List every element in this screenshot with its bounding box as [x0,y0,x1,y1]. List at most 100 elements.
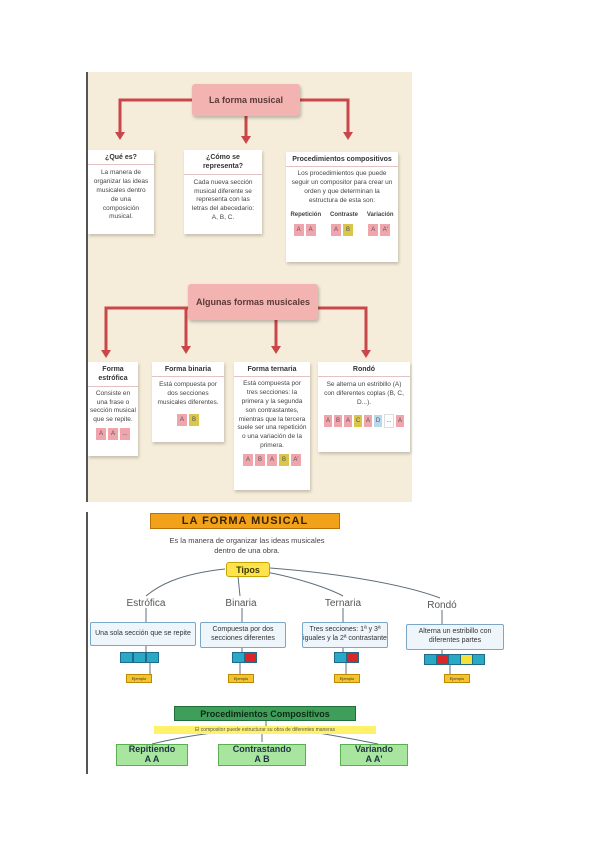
bottom-connectors [145,567,451,745]
binaria-body: Está compuesta por dos secciones musical… [157,381,219,406]
chip: A' [291,453,301,466]
tipos-label: Tipos [236,564,260,575]
estrofica-desc-box: Una sola sección que se repite [90,622,196,646]
ternaria-heading: Forma ternaria [234,362,310,378]
chip: A [305,223,316,236]
type-binaria-label: Binaria [225,598,257,609]
binaria-squares [232,652,260,664]
chip: B [342,223,353,236]
rondo-body: Se alterna un estribillo (A) con diferen… [324,381,404,406]
forma-ternaria-card: Forma ternaria Está compuesta por tres s… [234,362,310,490]
procedimientos-desc-box: El compositor puede estructurar su obra … [154,726,376,734]
label-contraste: Contraste [329,211,358,218]
como-card: ¿Cómo se representa? Cada nueva sección … [184,150,262,234]
top-title: La forma musical [208,95,284,105]
method-repitiendo-letters: A A [144,754,160,764]
method-variando-letters: A A' [365,754,383,764]
chip: ... [384,413,394,428]
forma-rondo-card: Rondó Se alterna un estribillo (A) con d… [318,362,410,452]
bottom-title: LA FORMA MUSICAL [181,515,309,527]
procedimientos-title: Procedimientos Compositivos [200,708,330,719]
que-es-body: La manera de organizar las ideas musical… [93,169,149,221]
square [346,652,359,663]
top-concept-map-panel: La forma musical ¿Qué es? La manera de o… [86,72,412,502]
method-repitiendo-box: Repitiendo A A [116,744,188,766]
chip: C [354,414,362,427]
chip: A [396,414,404,427]
chip: A [108,427,118,440]
binaria-example-label: Ejemplo [233,676,249,681]
forma-binaria-card: Forma binaria Está compuesta por dos sec… [152,362,224,442]
top-title-box: La forma musical [192,84,300,116]
label-repeticion: Repetición [290,211,322,218]
top-arrows [101,98,371,358]
method-contrastando-letters: A B [254,754,270,764]
bottom-intro: Es la manera de organizar las ideas musi… [169,536,325,555]
como-heading: ¿Cómo se representa? [184,150,262,175]
procedimientos-labels: Repetición Contraste Variación [286,211,398,219]
ternaria-example-button[interactable]: Ejemplo [334,674,360,683]
chip: B [334,414,342,427]
square [244,652,257,663]
ternaria-desc-box: Tres secciones: 1ª y 3ª iguales y la 2ª … [302,622,388,648]
rondo-example-label: Ejemplo [449,676,465,681]
chip: A' [380,223,391,236]
procedimientos-title-box: Procedimientos Compositivos [174,706,356,721]
estrofica-example-button[interactable]: Ejemplo [126,674,152,683]
estrofica-squares [120,652,168,664]
method-variando-name: Variando [354,744,393,755]
chip: A [364,414,372,427]
procedimientos-card: Procedimientos compositivos Los procedim… [286,152,398,262]
chip: D [374,414,382,427]
tipos-box: Tipos [226,562,270,577]
estrofica-body: Consiste en una frase o sección musical … [90,389,136,424]
square [133,652,146,663]
rondo-example-button[interactable]: Ejemplo [444,674,470,683]
chip: A [96,427,106,440]
binaria-desc-box: Compuesta por dos secciones diferentes [200,622,286,648]
binaria-desc: Compuesta por dos secciones diferentes [211,626,275,642]
chip: A [177,413,187,426]
chip: A [267,453,277,466]
bottom-title-box: LA FORMA MUSICAL [150,513,340,529]
estrofica-example-label: Ejemplo [131,676,147,681]
chip: A [368,223,379,236]
procedimientos-desc: El compositor puede estructurar su obra … [194,727,336,733]
square [146,652,159,663]
ternaria-desc: Tres secciones: 1ª y 3ª iguales y la 2ª … [303,626,387,642]
type-rondo-label: Rondó [427,600,457,611]
chip: B [279,453,289,466]
binaria-example-button[interactable]: Ejemplo [228,674,254,683]
type-estrofica-label: Estrófica [126,598,166,609]
procedimientos-heading: Procedimientos compositivos [286,152,398,168]
bottom-concept-map-panel: LA FORMA MUSICAL Es la manera de organiz… [86,512,508,774]
rondo-squares [424,654,494,666]
method-variando-box: Variando A A' [340,744,408,766]
chip: A [330,223,341,236]
procedimientos-body: Los procedimientos que puede seguir un c… [291,170,393,204]
rondo-heading: Rondó [318,362,410,378]
method-contrastando-box: Contrastando A B [218,744,306,766]
algunas-formas-box: Algunas formas musicales [188,284,318,320]
que-es-card: ¿Qué es? La manera de organizar las idea… [88,150,154,234]
rondo-desc: Alterna un estribillo con diferentes par… [418,628,492,644]
chip: A [344,414,352,427]
binaria-heading: Forma binaria [152,362,224,378]
chip: A [243,453,253,466]
ternaria-example-label: Ejemplo [339,676,355,681]
type-ternaria-label: Ternaria [324,598,362,609]
method-repitiendo-name: Repitiendo [128,744,176,755]
algunas-formas-title: Algunas formas musicales [195,297,311,307]
method-contrastando-name: Contrastando [232,744,292,755]
que-es-heading: ¿Qué es? [88,150,154,166]
ternaria-squares [334,652,362,664]
forma-estrofica-card: Forma estrófica Consiste en una frase o … [88,362,138,456]
chip: B [189,413,199,426]
ternaria-body: Está compuesta por tres secciones: la pr… [237,380,307,449]
como-body: Cada nueva sección musical diferente se … [191,178,255,221]
chip: B [255,453,265,466]
